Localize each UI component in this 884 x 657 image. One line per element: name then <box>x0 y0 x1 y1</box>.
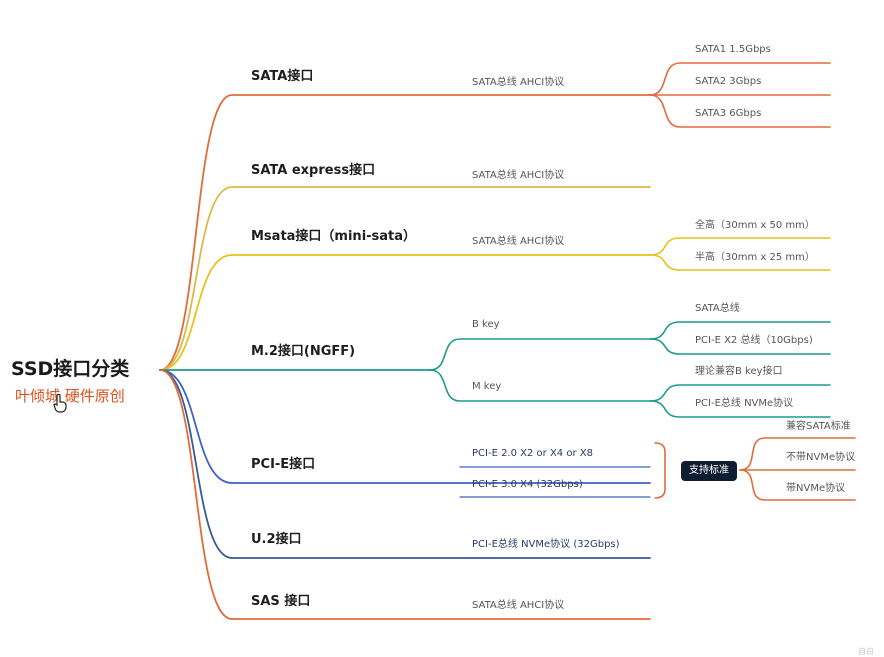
u2-bus-label: PCI-E总线 NVMe协议 (32Gbps) <box>472 539 620 550</box>
bkey-pcie-connector <box>649 338 831 355</box>
sas-bus-label: SATA总线 AHCI协议 <box>472 600 565 611</box>
mkey-connector <box>429 369 651 402</box>
sata2-leaf: SATA2 3Gbps <box>695 76 762 87</box>
msata-half-connector <box>649 254 831 271</box>
m2-mkey-label: M key <box>472 381 502 392</box>
sata1-connector <box>649 62 831 96</box>
bkey-sata-connector <box>649 321 831 340</box>
mkey-nvme-connector <box>649 400 831 418</box>
branch-u2: U.2接口 <box>251 532 302 547</box>
sata-bus-label: SATA总线 AHCI协议 <box>472 77 565 88</box>
branch-pcie: PCI-E接口 <box>251 457 316 472</box>
pcie-connector <box>159 369 651 484</box>
bkey-pcie-leaf: PCI-E X2 总线（10Gbps) <box>695 335 813 346</box>
sas-connector <box>159 369 651 620</box>
bkey-sata-leaf: SATA总线 <box>695 303 740 314</box>
author-credit: 叶倾城 硬件原创 <box>15 387 125 405</box>
support-standard-badge: 支持标准 <box>681 461 737 481</box>
branch-sas: SAS 接口 <box>251 594 311 609</box>
pcie-20-leaf: PCI-E 2.0 X2 or X4 or X8 <box>472 448 593 459</box>
u2-connector <box>159 369 651 559</box>
watermark: 自白 <box>858 647 874 656</box>
sata-connector <box>159 94 651 371</box>
branch-m2: M.2接口(NGFF) <box>251 344 356 359</box>
hand-cursor-icon <box>53 393 67 413</box>
sata1-leaf: SATA1 1.5Gbps <box>695 44 771 55</box>
pcie-30-leaf: PCI-E 3.0 X4 (32Gbps) <box>472 479 583 490</box>
mkey-compat-connector <box>649 384 831 402</box>
bkey-connector <box>429 338 651 371</box>
mkey-nvme-leaf: PCI-E总线 NVMe协议 <box>695 398 794 409</box>
msata-half-height-leaf: 半高（30mm x 25 mm） <box>695 252 815 263</box>
msata-full-height-leaf: 全高（30mm x 50 mm） <box>695 220 815 231</box>
standard-nvme-leaf: 带NVMe协议 <box>786 483 846 494</box>
standard-sata-connector <box>739 437 856 471</box>
sata-express-bus-label: SATA总线 AHCI协议 <box>472 170 565 181</box>
standard-no-nvme-leaf: 不带NVMe协议 <box>786 452 856 463</box>
msata-full-connector <box>649 237 831 256</box>
root-title: SSD接口分类 <box>11 358 130 380</box>
pcie-bracket <box>654 442 666 499</box>
branch-sata-express: SATA express接口 <box>251 163 376 178</box>
sata3-leaf: SATA3 6Gbps <box>695 108 762 119</box>
branch-msata: Msata接口（mini-sata） <box>251 229 417 244</box>
m2-bkey-label: B key <box>472 319 500 330</box>
msata-bus-label: SATA总线 AHCI协议 <box>472 236 565 247</box>
standard-nvme-connector <box>739 469 856 501</box>
msata-connector <box>159 254 651 371</box>
standard-sata-compat-leaf: 兼容SATA标准 <box>786 421 851 432</box>
sata3-connector <box>649 94 831 128</box>
mkey-compat-leaf: 理论兼容B key接口 <box>695 366 783 377</box>
branch-sata: SATA接口 <box>251 69 314 84</box>
sata-express-connector <box>159 186 651 371</box>
